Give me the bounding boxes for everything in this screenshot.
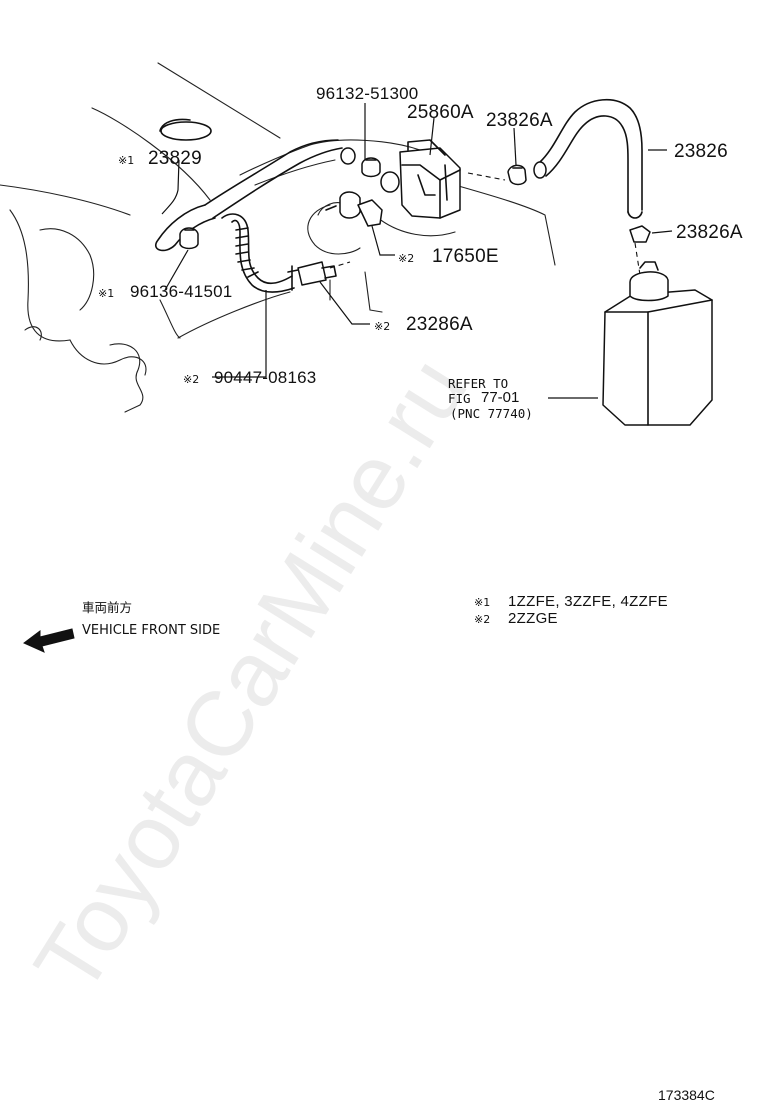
variant-mark: ※1 [118,154,134,167]
clamp-23826A-top [507,164,527,186]
dashed-connections [329,172,641,276]
part-label-23826: 23826 [674,141,728,162]
refer-note: REFER TO FIG 77-01 (PNC 77740) [448,376,533,421]
refer-line1: REFER TO [448,376,508,391]
direction-japanese: 車両前方 [82,600,132,615]
part-label-23286A: ※2 23286A [374,314,473,335]
watermark: ToyotaCarMine.ru [15,341,486,1011]
part-label-96132-51300: 96132-51300 [316,84,418,103]
variant-mark: ※2 [183,373,199,386]
part-number: 23826A [676,222,743,243]
clip-23826A-right [629,225,651,243]
refer-fig-number: 77-01 [481,389,519,406]
valve-23286A [287,261,337,291]
note-mark-1: ※1 [474,596,490,609]
leader-lines [161,103,673,399]
part-number: 23829 [148,148,202,169]
left-arrow-icon [23,628,75,653]
charcoal-canister [602,261,713,426]
vsv-17650E [325,191,383,227]
vehicle-direction: 車両前方 VEHICLE FRONT SIDE [23,600,220,653]
part-number: 25860A [407,102,474,123]
variant-mark: ※2 [398,252,414,265]
part-number: 23286A [406,314,473,335]
variant-mark: ※2 [374,320,390,333]
direction-english: VEHICLE FRONT SIDE [82,623,220,638]
part-label-25860A: 25860A [407,102,474,123]
part-number: 90447-08163 [214,368,316,387]
illustration-code: 173384C [658,1087,715,1103]
clamp-96132 [361,157,381,178]
part-label-96136-41501: ※1 96136-41501 [98,282,232,301]
part-number: 96132-51300 [316,84,418,103]
part-label-17650E: ※2 17650E [398,246,499,267]
hose-23826 [533,98,643,219]
clamp-96136 [179,227,199,250]
part-label-23826A-right: 23826A [676,222,743,243]
note-text-1: 1ZZFE, 3ZZFE, 4ZZFE [508,593,668,610]
hose-90447 [221,213,295,293]
engine-notes: ※1 1ZZFE, 3ZZFE, 4ZZFE ※2 2ZZGE [474,593,668,627]
part-number: 23826A [486,110,553,131]
part-label-90447-08163: ※2 90447-08163 [183,368,316,387]
note-mark-2: ※2 [474,613,490,626]
vsv-25860A [380,139,461,219]
note-text-2: 2ZZGE [508,610,558,627]
part-number: 17650E [432,246,499,267]
part-number: 23826 [674,141,728,162]
part-label-23826A-top: 23826A [486,110,553,131]
part-number: 96136-41501 [130,282,232,301]
variant-mark: ※1 [98,287,114,300]
hose-ring [159,118,212,141]
refer-fig-label: FIG [448,391,471,406]
refer-pnc: (PNC 77740) [450,406,533,421]
part-label-23829: ※1 23829 [118,148,202,169]
